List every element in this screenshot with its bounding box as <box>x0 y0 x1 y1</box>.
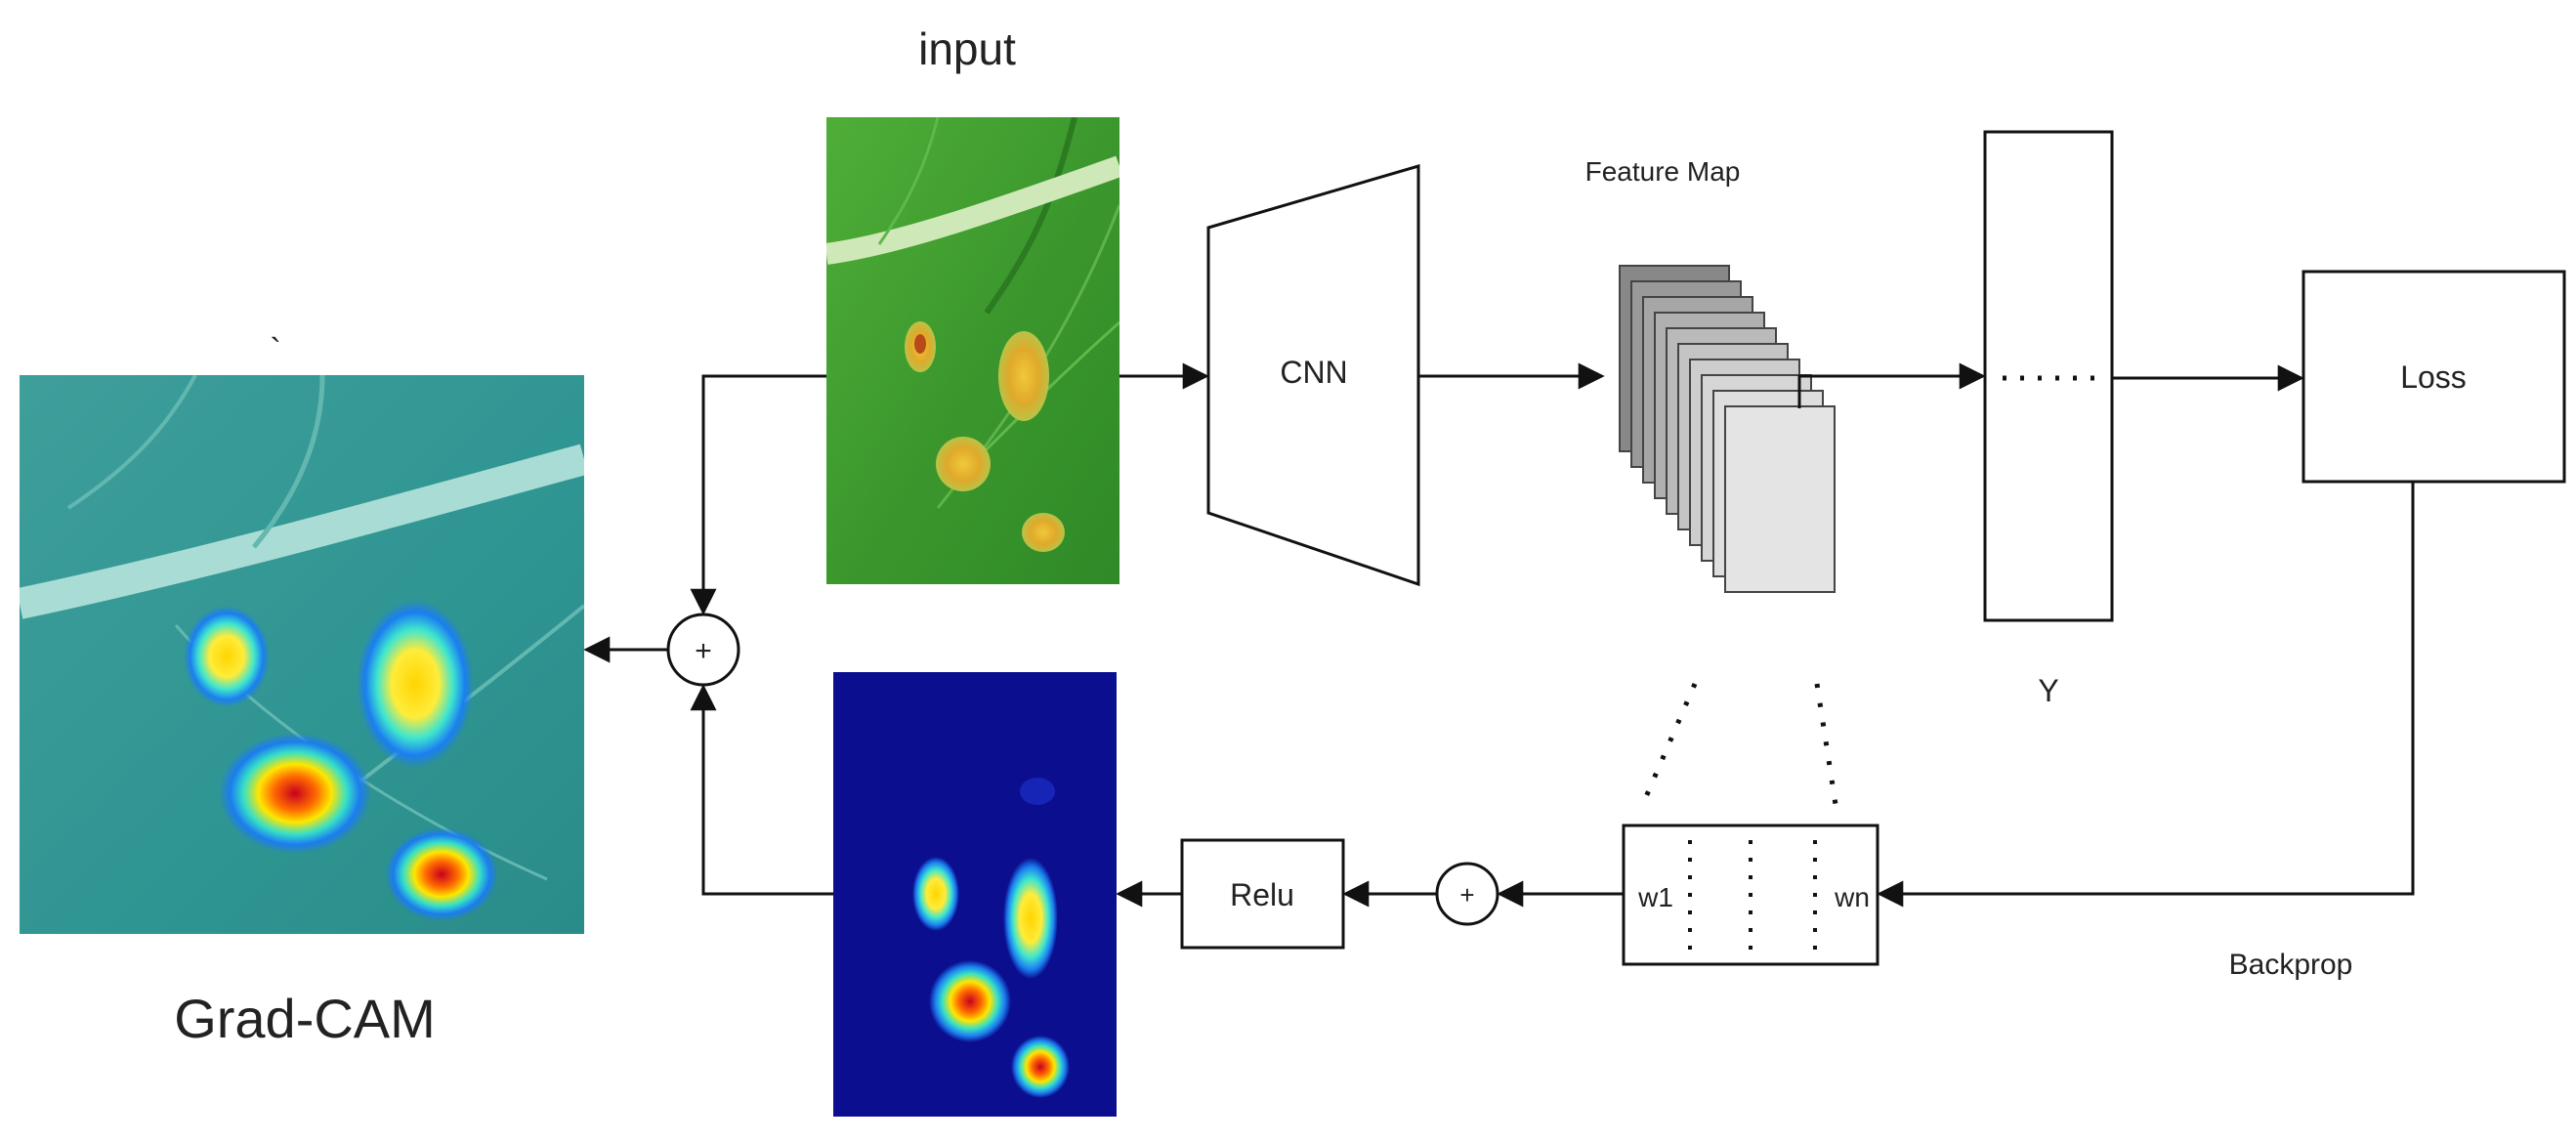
projection-line-right <box>1814 683 1839 812</box>
wn-label: wn <box>1834 882 1870 912</box>
weights-box: w1 wn <box>1622 824 1879 966</box>
y-output-vector <box>1983 130 2114 622</box>
input-label: input <box>918 23 1016 74</box>
feature-map-stack <box>1619 265 1836 593</box>
connectors <box>583 362 2415 908</box>
heatmap-image <box>833 672 1117 1117</box>
sum-node-bottom: + <box>1435 862 1499 926</box>
loss-block: Loss <box>2302 270 2566 484</box>
projection-line-left <box>1642 683 1698 800</box>
arrow-heatmap-to-sum <box>690 684 833 896</box>
arrow-features-to-y <box>1797 362 1986 408</box>
y-label: Y <box>2038 673 2058 708</box>
backprop-label: Backprop <box>2229 949 2353 981</box>
cnn-label: CNN <box>1280 355 1347 390</box>
input-leaf-image <box>826 117 1119 584</box>
w1-label: w1 <box>1637 882 1673 912</box>
gradcam-overlay-image <box>20 375 584 934</box>
tick-mark: ` <box>270 332 280 369</box>
gradcam-label: Grad-CAM <box>174 988 436 1049</box>
arrow-input-to-sum <box>690 374 826 615</box>
circle-plus-icon: + <box>1459 880 1474 909</box>
cnn-block: CNN <box>1206 163 1420 587</box>
relu-label: Relu <box>1230 877 1294 912</box>
arrow-loss-to-weights <box>1877 482 2415 908</box>
circle-plus-icon: + <box>695 635 712 667</box>
sum-node-left: + <box>666 613 740 687</box>
relu-block: Relu <box>1180 838 1345 950</box>
feature-map-label: Feature Map <box>1585 156 1741 187</box>
loss-label: Loss <box>2400 360 2467 395</box>
